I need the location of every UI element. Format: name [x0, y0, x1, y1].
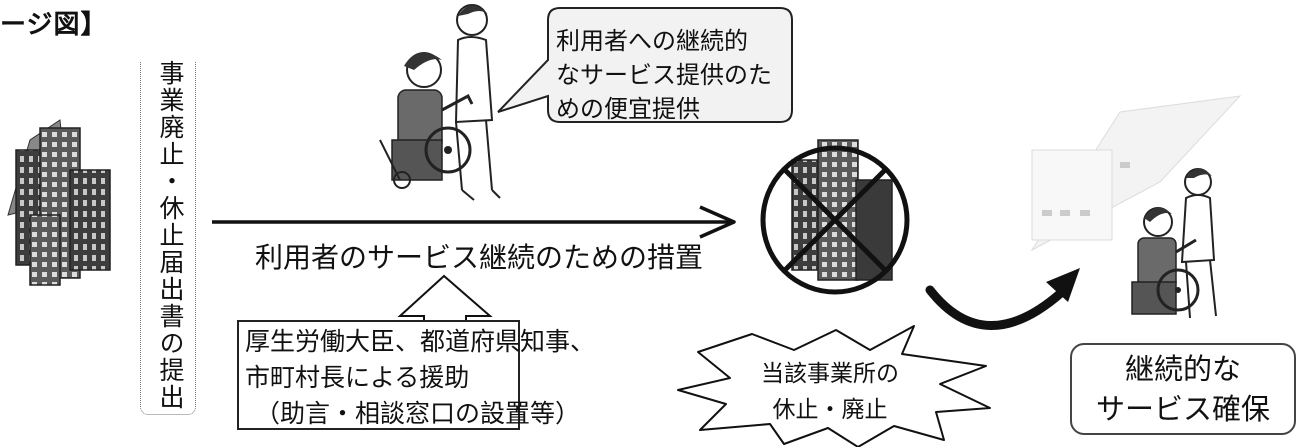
vertical-label: 事業廃止・休止届出書の提出	[156, 60, 185, 411]
speech-line: 利用者への継続的	[556, 27, 748, 55]
speech-line: めの便宜提供	[556, 95, 700, 123]
hollow-up-arrow-icon	[397, 274, 493, 327]
wheelchair-caregiver-small-icon	[1131, 168, 1217, 319]
result-line: 継続的な	[1124, 352, 1241, 386]
main-arrow	[212, 205, 736, 239]
speech-bubble	[497, 7, 793, 123]
suspension-burst	[677, 325, 991, 447]
aid-line: （助言・相談窓口の設置等）	[255, 399, 581, 428]
wheelchair-caregiver-icon	[379, 4, 501, 201]
page-title-fragment: ージ図】	[0, 10, 108, 40]
burst-line: 当該事業所の	[761, 361, 899, 387]
prohibited-building-icon	[760, 139, 910, 295]
aid-line: 市町村長による援助	[245, 363, 470, 392]
speech-bubble-text: 利用者への継続的 なサービス提供のた めの便宜提供	[556, 24, 796, 126]
result-line: サービス確保	[1095, 392, 1270, 426]
result-box: 継続的な サービス確保	[1070, 343, 1296, 435]
vertical-label-frame	[140, 62, 196, 415]
background-building-icon	[1030, 95, 1242, 252]
burst-line: 休止・廃止	[772, 397, 888, 423]
aid-box: 厚生労働大臣、都道府県知事、 市町村長による援助 （助言・相談窓口の設置等）	[237, 320, 596, 430]
aid-line: 厚生労働大臣、都道府県知事、	[245, 327, 596, 356]
speech-line: なサービス提供のた	[556, 61, 772, 89]
measures-label: 利用者のサービス継続のための措置	[255, 241, 704, 274]
suspension-burst-text: 当該事業所の 休止・廃止	[730, 356, 930, 428]
curved-arrow-icon	[925, 268, 1080, 330]
office-building-icon	[7, 119, 111, 286]
